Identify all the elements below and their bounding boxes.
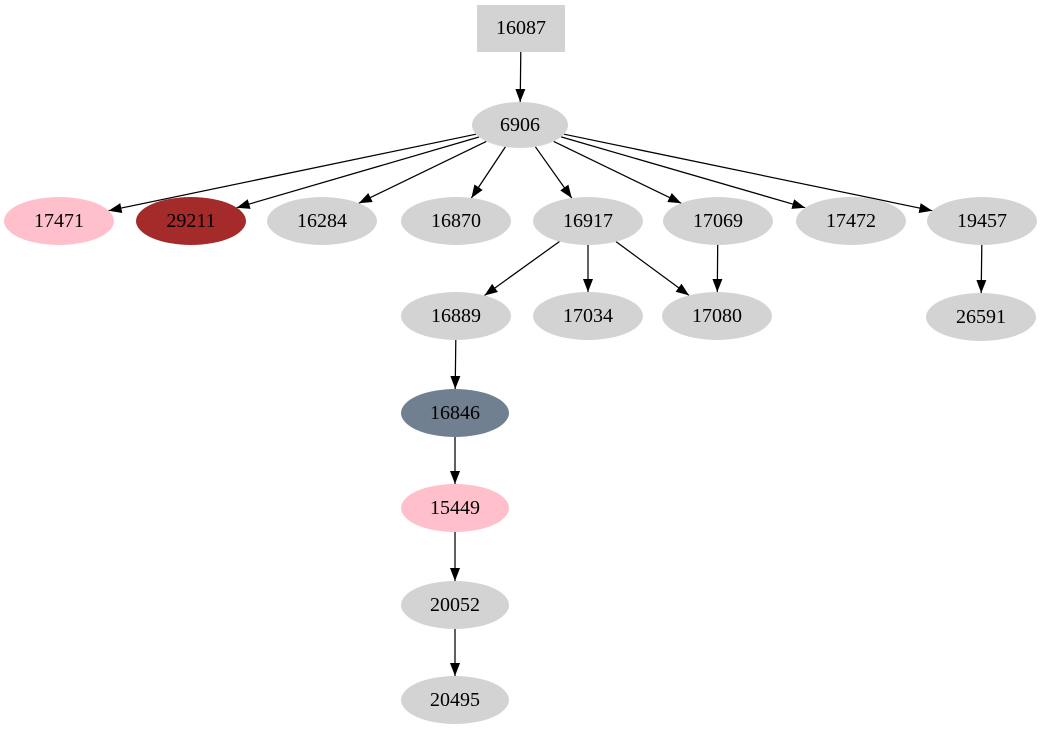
node-label: 16889 xyxy=(431,305,481,327)
node-label: 15449 xyxy=(430,497,480,519)
node-17080: 17080 xyxy=(662,292,772,340)
node-26591: 26591 xyxy=(926,293,1036,341)
node-17034: 17034 xyxy=(533,292,643,340)
node-16284: 16284 xyxy=(267,197,377,245)
node-label: 29211 xyxy=(166,210,216,232)
node-label: 17472 xyxy=(826,210,876,232)
node-label: 26591 xyxy=(956,306,1006,328)
node-label: 16284 xyxy=(297,210,347,232)
node-16870: 16870 xyxy=(401,197,511,245)
node-label: 16917 xyxy=(563,210,613,232)
node-17069: 17069 xyxy=(663,197,773,245)
node-label: 17080 xyxy=(692,305,742,327)
node-16087: 16087 xyxy=(477,4,565,52)
edge-16917-16889 xyxy=(484,240,560,297)
node-17471: 17471 xyxy=(4,197,114,245)
node-label: 16846 xyxy=(430,402,480,424)
node-29211: 29211 xyxy=(136,197,246,245)
node-label: 16087 xyxy=(496,17,546,39)
node-19457: 19457 xyxy=(927,197,1037,245)
node-17472: 17472 xyxy=(796,197,906,245)
node-6906: 6906 xyxy=(472,102,568,148)
edges xyxy=(108,51,987,676)
node-label: 20052 xyxy=(430,594,480,616)
node-label: 19457 xyxy=(957,210,1007,232)
node-label: 20495 xyxy=(430,689,480,711)
node-16889: 16889 xyxy=(401,292,511,340)
edge-16087-6906 xyxy=(515,51,526,103)
node-15449: 15449 xyxy=(401,484,509,532)
edge-6906-16917 xyxy=(534,146,573,199)
node-label: 6906 xyxy=(500,114,540,136)
node-label: 16870 xyxy=(431,210,481,232)
edge-19457-26591 xyxy=(976,244,987,294)
edge-16889-16846 xyxy=(450,339,461,390)
node-20052: 20052 xyxy=(401,581,509,629)
node-label: 17034 xyxy=(563,305,613,327)
edge-6906-16284 xyxy=(358,140,487,204)
node-16917: 16917 xyxy=(533,197,643,245)
node-label: 17471 xyxy=(34,210,84,232)
node-16846: 16846 xyxy=(401,389,509,437)
node-label: 17069 xyxy=(693,210,743,232)
edge-16917-17080 xyxy=(615,241,690,296)
edge-6906-16870 xyxy=(470,146,506,199)
edge-6906-17069 xyxy=(553,140,682,204)
node-20495: 20495 xyxy=(401,676,509,724)
